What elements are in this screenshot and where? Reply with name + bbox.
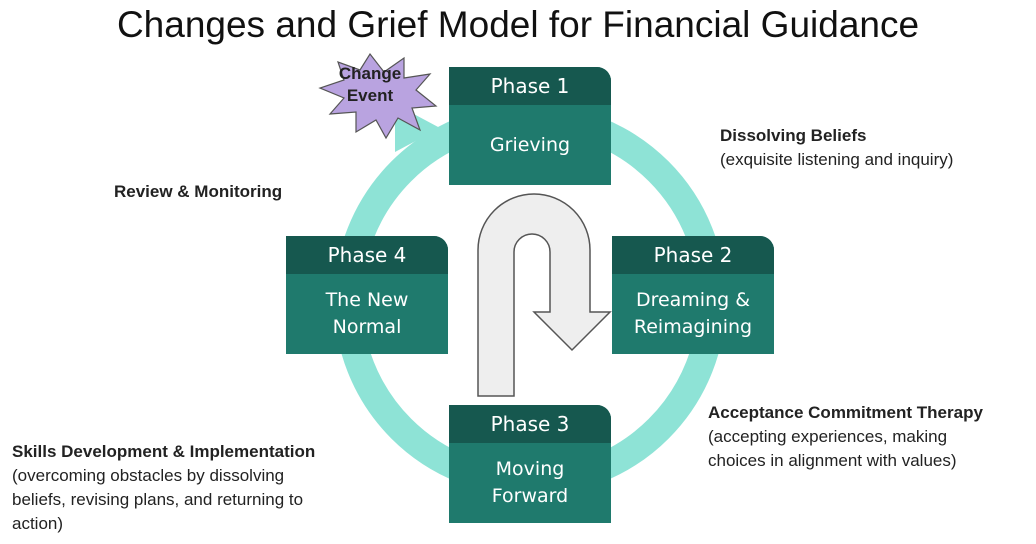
phase-3-line2: Forward (491, 485, 569, 507)
phase-4-body: The New Normal (286, 274, 448, 354)
phase-2-line1: Dreaming & (635, 289, 751, 311)
skills-desc-1: (overcoming obstacles by dissolving (12, 466, 285, 485)
review-monitoring-annotation: Review & Monitoring (114, 180, 282, 204)
phase-3-line1: Moving (495, 458, 565, 480)
phase-4-line1: The New (325, 289, 409, 311)
change-event-label: Change Event (330, 63, 410, 107)
phase-1-body: Grieving (449, 105, 611, 185)
act-title: Acceptance Commitment Therapy (708, 403, 983, 422)
review-monitoring-title: Review & Monitoring (114, 182, 283, 201)
phase-3-body: Moving Forward (449, 443, 611, 523)
act-desc-1: (accepting experiences, making (708, 427, 948, 446)
phase-1-line1: Grieving (489, 133, 571, 156)
dissolving-beliefs-desc: (exquisite listening and inquiry) (720, 150, 954, 169)
skills-desc-2: beliefs, revising plans, and returning t… (12, 490, 304, 509)
phase-4-box: Phase 4 The New Normal (286, 236, 448, 354)
phase-1-header: Phase 1 (449, 67, 611, 105)
dissolving-beliefs-annotation: Dissolving Beliefs (exquisite listening … (720, 124, 953, 172)
skills-title: Skills Development & Implementation (12, 442, 316, 461)
phase-2-header: Phase 2 (612, 236, 774, 274)
phase-2-body: Dreaming & Reimagining (612, 274, 774, 354)
phase-2-box: Phase 2 Dreaming & Reimagining (612, 236, 774, 354)
change-event-line1: Change (338, 64, 402, 83)
u-turn-arrow (477, 193, 612, 397)
phase-3-box: Phase 3 Moving Forward (449, 405, 611, 523)
skills-annotation: Skills Development & Implementation (ove… (12, 440, 315, 536)
phase-1-box: Phase 1 Grieving (449, 67, 611, 185)
phase-2-line2: Reimagining (633, 316, 753, 338)
change-event-line2: Event (346, 86, 394, 105)
phase-4-header: Phase 4 (286, 236, 448, 274)
diagram-title: Changes and Grief Model for Financial Gu… (116, 4, 920, 45)
dissolving-beliefs-title: Dissolving Beliefs (720, 126, 867, 145)
change-event-star (318, 52, 438, 140)
act-desc-2: choices in alignment with values) (708, 451, 957, 470)
skills-desc-3: action) (12, 514, 64, 533)
phase-4-line2: Normal (332, 316, 402, 338)
phase-3-header: Phase 3 (449, 405, 611, 443)
act-annotation: Acceptance Commitment Therapy (accepting… (708, 401, 983, 473)
